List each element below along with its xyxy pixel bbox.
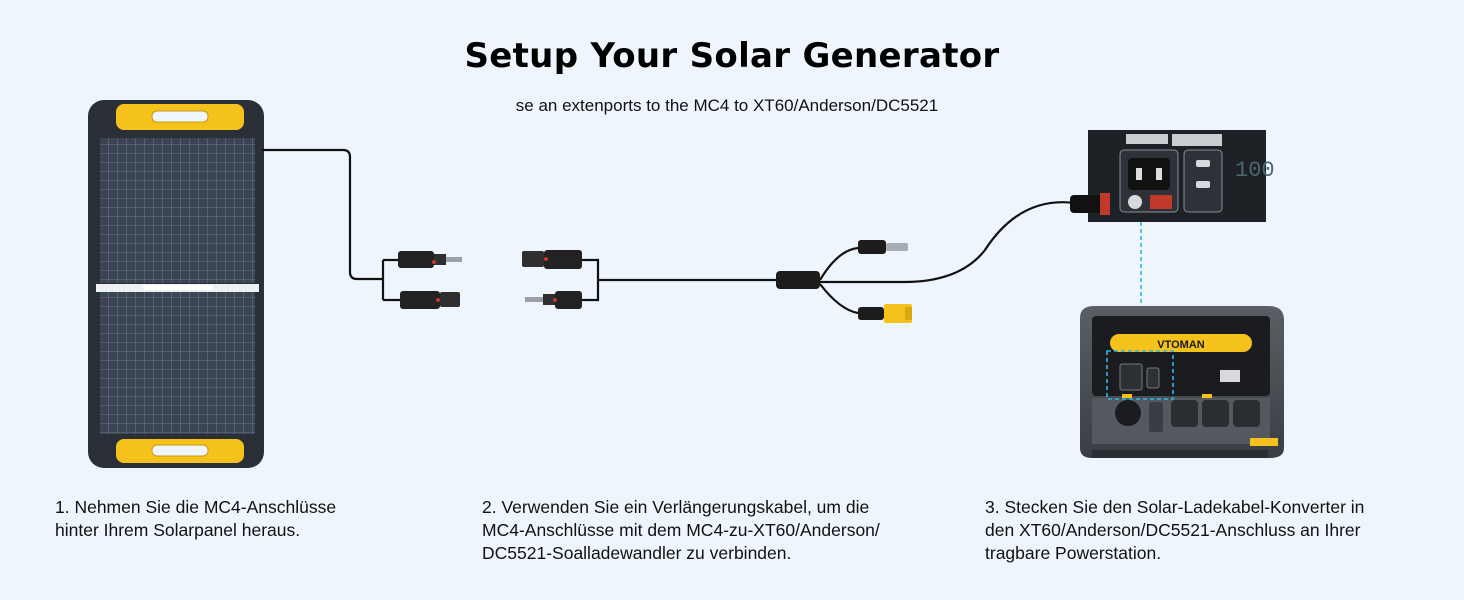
solar-panel	[88, 100, 264, 468]
cables	[262, 148, 1076, 315]
page-title: Setup Your Solar Generator	[464, 36, 1000, 76]
step-3-text: 3. Stecken Sie den Solar-Ladekabel-Konve…	[985, 497, 1365, 563]
panel-bottom-handle	[116, 439, 244, 463]
mc4-connector-pair-left	[398, 251, 462, 309]
page-subtitle: se an extenports to the MC4 to XT60/Ande…	[515, 96, 939, 115]
panel-top-handle	[116, 104, 244, 130]
step-2-text: 2. Verwenden Sie ein Verlängerungskabel,…	[482, 497, 880, 563]
y-splitter-adapter	[776, 240, 912, 323]
input-port-closeup: 100	[1070, 130, 1275, 222]
power-station: VTOMAN	[1080, 306, 1284, 458]
mc4-connector-pair-right	[522, 250, 582, 309]
brand-label: VTOMAN	[1157, 339, 1205, 351]
closeup-display: 100	[1235, 158, 1275, 183]
step-1-text: 1. Nehmen Sie die MC4-Anschlüsse hinter …	[55, 497, 337, 540]
